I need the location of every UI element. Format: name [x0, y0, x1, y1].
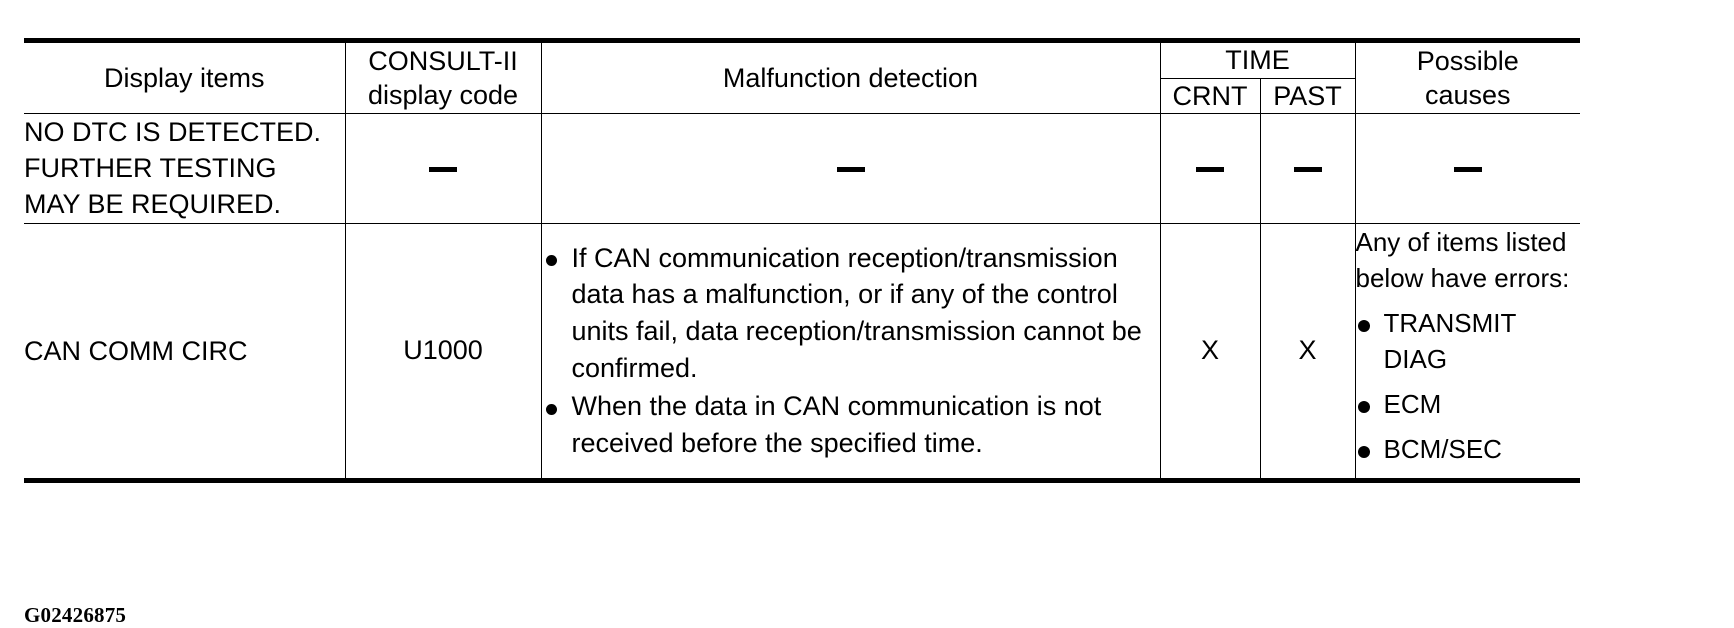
cell-time-crnt: X — [1159, 222, 1261, 483]
dash-glyph — [1453, 167, 1482, 173]
table-row: NO DTC IS DETECTED. FURTHER TESTING MAY … — [24, 113, 1580, 224]
cell-time-crnt — [1159, 113, 1261, 224]
header-time-past: PAST — [1259, 77, 1355, 115]
list-item: TRANSMIT DIAG — [1356, 306, 1581, 377]
cell-consult-code — [344, 113, 542, 224]
possible-causes-lead: Any of items listed below have errors: — [1355, 226, 1570, 293]
table-row: CAN COMM CIRC U1000 If CAN communication… — [24, 222, 1581, 483]
cell-malfunction-detection: If CAN communication reception/transmiss… — [540, 222, 1161, 483]
cell-display-items: CAN COMM CIRC — [24, 222, 346, 483]
detection-bullet-list: If CAN communication reception/transmiss… — [542, 240, 1160, 462]
header-consult-line2: display code — [367, 80, 519, 111]
cell-consult-code: U1000 — [344, 222, 542, 483]
list-item: ECM — [1356, 387, 1581, 422]
cell-possible-causes: Any of items listed below have errors: T… — [1354, 222, 1581, 483]
list-item: BCM/SEC — [1356, 432, 1581, 467]
table-header-row-secondary: CRNT PAST — [24, 77, 1580, 115]
cell-time-past — [1259, 113, 1356, 224]
dash-glyph — [836, 167, 865, 173]
display-items-line2: FURTHER TESTING — [24, 153, 277, 184]
table-header-row-primary: Display items CONSULT-II display code Ma… — [24, 37, 1580, 115]
cell-time-past: X — [1259, 222, 1356, 483]
display-items-line1: NO DTC IS DETECTED. — [24, 117, 322, 148]
dash-glyph — [1293, 167, 1322, 173]
header-consult-display-code: CONSULT-II display code — [344, 37, 542, 115]
list-item: If CAN communication reception/transmiss… — [542, 240, 1160, 387]
header-possible-causes-line1: Possible — [1416, 45, 1519, 76]
header-consult-line1: CONSULT-II — [368, 45, 518, 76]
header-possible-causes: Possible causes — [1354, 37, 1580, 115]
display-items-line3: MAY BE REQUIRED. — [24, 189, 282, 220]
header-time-crnt: CRNT — [1160, 77, 1261, 115]
dtc-table: Display items CONSULT-II display code Ma… — [24, 37, 1581, 483]
dash-glyph — [429, 167, 457, 173]
cell-malfunction-detection — [540, 113, 1161, 224]
header-display-items: Display items — [24, 37, 346, 115]
figure-caption: G02426875 — [24, 603, 127, 627]
list-item: When the data in CAN communication is no… — [542, 388, 1160, 461]
cell-display-items: NO DTC IS DETECTED. FURTHER TESTING MAY … — [24, 113, 346, 224]
dash-glyph — [1196, 167, 1224, 173]
possible-causes-bullet-list: TRANSMIT DIAG ECM BCM/SEC — [1356, 306, 1581, 467]
cell-possible-causes — [1354, 113, 1580, 224]
header-possible-causes-line2: causes — [1424, 80, 1511, 111]
header-time: TIME — [1159, 38, 1356, 79]
header-malfunction-detection: Malfunction detection — [540, 37, 1161, 115]
